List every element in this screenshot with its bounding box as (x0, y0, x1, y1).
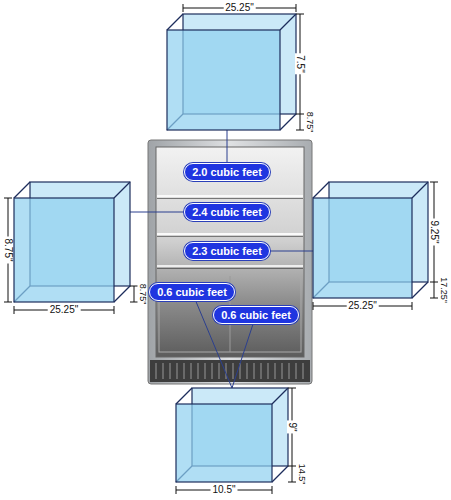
shelf (157, 265, 303, 267)
cube-edge (14, 182, 30, 198)
cube-front (167, 30, 280, 130)
fridge-interior (156, 147, 304, 357)
dimension-label: 25.25" (48, 305, 81, 315)
dimension-label: 25.25" (346, 301, 379, 311)
cube-edge (272, 388, 288, 404)
dimension-label: 8.75" (138, 282, 147, 307)
cube-edge (412, 182, 428, 198)
dimension-label: 10.5" (210, 485, 237, 495)
volume-cube (167, 14, 296, 130)
cube-front (313, 198, 412, 298)
grille-slats (156, 363, 303, 379)
cube-edge (280, 14, 296, 30)
fridge-body (148, 140, 312, 384)
capacity-text: 2.4 cubic feet (192, 205, 262, 219)
shelf (157, 195, 303, 197)
dimension-lines (183, 4, 304, 130)
cube-front (14, 198, 114, 302)
cube-edge (167, 14, 183, 30)
shelf-edge (157, 198, 303, 199)
volume-cube (313, 182, 428, 298)
cube-edge (280, 114, 296, 130)
dimension-label: 17.25" (439, 275, 448, 305)
capacity-badge: 2.0 cubic feet (184, 163, 270, 181)
volume-cube (14, 182, 130, 302)
cube-edge (412, 282, 428, 298)
shelf-edge (157, 268, 303, 269)
cube-edge (313, 182, 329, 198)
dimension-lines (313, 182, 438, 310)
dimension-lines (4, 198, 138, 314)
capacity-text: 2.3 cubic feet (192, 244, 262, 258)
leader-line (232, 315, 256, 388)
leader-lines (114, 130, 313, 388)
capacity-badge: 2.3 cubic feet (184, 242, 270, 260)
dimension-label: 25.25" (223, 3, 256, 13)
cube-edge (114, 182, 130, 198)
cube-edge (272, 466, 288, 482)
shelf-edge (157, 236, 303, 237)
dimension-label: 9.25" (429, 218, 439, 245)
volume-cube (176, 388, 288, 482)
dimension-label: 14.5" (297, 462, 306, 487)
cube-edge (114, 286, 130, 302)
capacity-text: 2.0 cubic feet (192, 165, 262, 179)
capacity-text: 0.6 cubic feet (157, 285, 227, 299)
dimension-label: 8.75" (305, 110, 314, 135)
capacity-badge: 0.6 cubic feet (213, 306, 299, 324)
dimension-lines (176, 388, 296, 494)
capacity-badge: 2.4 cubic feet (184, 203, 270, 221)
fridge-grille (150, 360, 310, 382)
dimension-label: 7.5" (295, 53, 305, 74)
shelf (157, 233, 303, 235)
dimension-label: 9" (287, 420, 297, 433)
dimension-label: 8.75" (3, 236, 13, 263)
capacity-text: 0.6 cubic feet (221, 308, 291, 322)
cube-edge (176, 388, 192, 404)
cube-front (176, 404, 272, 482)
capacity-badge: 0.6 cubic feet (149, 283, 235, 301)
